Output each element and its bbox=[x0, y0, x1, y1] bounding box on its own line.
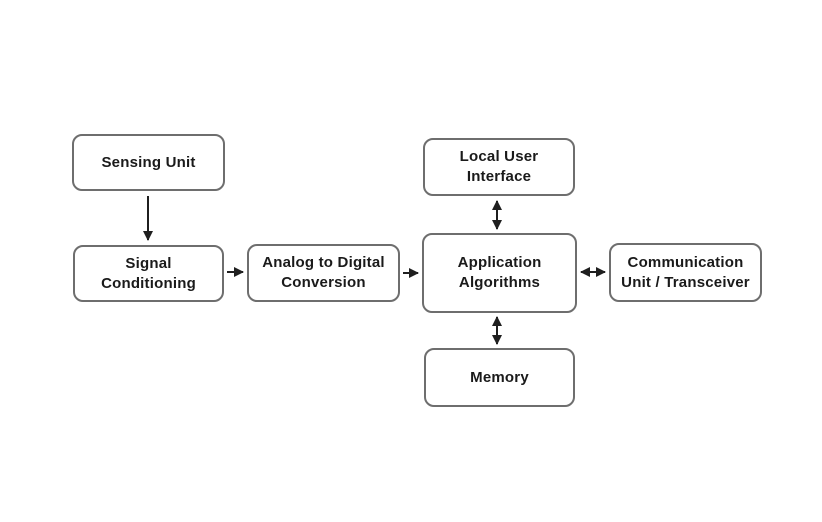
node-application-algorithms: Application Algorithms bbox=[422, 233, 577, 313]
node-adc-label-line2: Conversion bbox=[281, 274, 366, 291]
node-sensing-unit: Sensing Unit bbox=[72, 134, 225, 191]
node-application-algorithms-label: Application bbox=[457, 254, 542, 271]
node-local-user-interface-label-line2: Interface bbox=[466, 168, 532, 185]
node-communication-unit-label: Communication bbox=[627, 253, 744, 271]
node-communication-unit-label-line2: Unit / Transceiver bbox=[621, 273, 750, 291]
node-signal-conditioning-label: Signal bbox=[125, 254, 172, 272]
node-application-algorithms-label-line2: Algorithms bbox=[458, 274, 541, 291]
node-local-user-interface-label: Local User bbox=[459, 148, 539, 165]
node-communication-unit-transceiver: Communication Unit / Transceiver bbox=[609, 243, 762, 302]
node-sensing-unit-label: Sensing Unit bbox=[101, 153, 196, 171]
node-analog-to-digital-conversion: Analog to Digital Conversion bbox=[247, 244, 400, 302]
node-memory: Memory bbox=[424, 348, 575, 407]
node-adc-label: Analog to Digital bbox=[262, 254, 385, 271]
node-local-user-interface: Local User Interface bbox=[423, 138, 575, 196]
node-signal-conditioning: Signal Conditioning bbox=[73, 245, 224, 302]
node-memory-label: Memory bbox=[470, 368, 529, 386]
node-signal-conditioning-label-line2: Conditioning bbox=[101, 274, 196, 292]
